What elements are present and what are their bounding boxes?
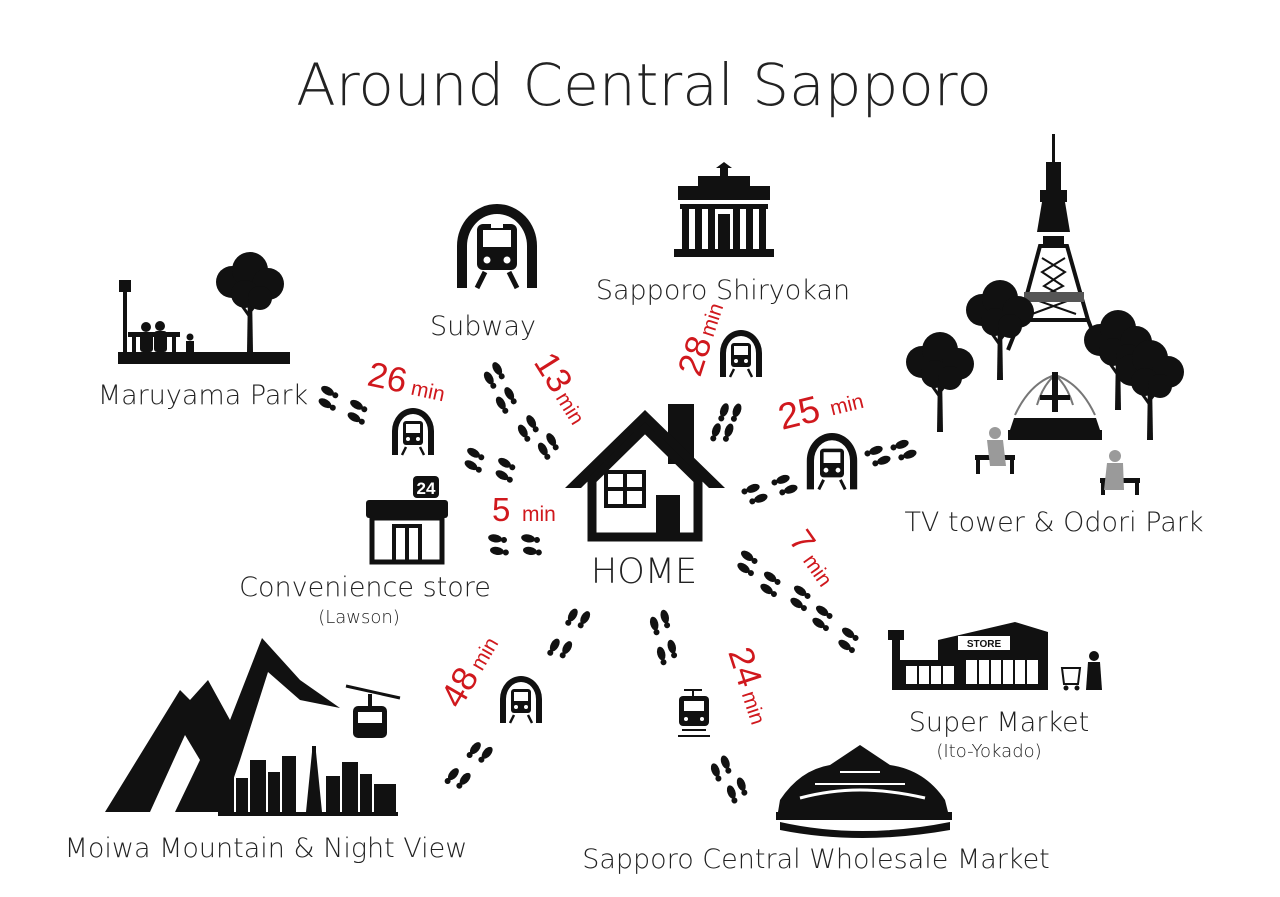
time-wholesale: 24 min bbox=[720, 642, 769, 727]
place-label-shiryokan: Sapporo Shiryokan bbox=[596, 275, 850, 306]
mountain-ropeway-icon bbox=[105, 638, 401, 816]
subway-badge-icon bbox=[498, 674, 544, 725]
page-title: Around Central Sapporo bbox=[296, 51, 992, 119]
place-note-ito-yokado: (Ito-Yokado) bbox=[936, 741, 1041, 762]
time-supermarket: 7 min bbox=[782, 523, 836, 591]
time-unit: min bbox=[828, 390, 866, 421]
place-label-wholesale-market: Sapporo Central Wholesale Market bbox=[582, 844, 1050, 875]
place-label-maruyama-park: Maruyama Park bbox=[98, 380, 308, 411]
museum-building-icon bbox=[674, 162, 774, 257]
time-value: 24 bbox=[720, 642, 769, 691]
park-icon bbox=[118, 250, 290, 364]
subway-icon bbox=[457, 204, 537, 290]
market-hall-icon bbox=[776, 745, 952, 838]
time-tv-tower: 25 min bbox=[774, 388, 866, 438]
supermarket-icon: STORE bbox=[888, 622, 1102, 691]
tv-tower-icon bbox=[904, 134, 1186, 495]
subway-badge-icon bbox=[805, 431, 859, 491]
place-note-lawson: (Lawson) bbox=[318, 607, 400, 628]
time-value: 25 bbox=[774, 388, 824, 438]
footprint-trail-shiryokan bbox=[708, 398, 744, 447]
time-unit: min bbox=[409, 377, 447, 407]
time-moiwa: 48 min bbox=[433, 634, 503, 714]
time-maruyama: 26 min bbox=[364, 355, 447, 407]
time-value: 5 bbox=[492, 491, 510, 528]
time-unit: min bbox=[798, 550, 836, 591]
time-unit: min bbox=[737, 688, 769, 727]
footprint-trail-supermarket bbox=[732, 548, 864, 656]
subway-badge-icon bbox=[718, 328, 764, 379]
time-subway: 13 min bbox=[526, 346, 588, 429]
footprint-trail-convenience bbox=[485, 533, 545, 557]
time-unit: min bbox=[466, 634, 503, 675]
place-label-supermarket: Super Market bbox=[909, 707, 1090, 738]
subway-badge-icon bbox=[390, 406, 436, 457]
home-label: HOME bbox=[591, 552, 697, 592]
bench-person-icon bbox=[975, 427, 1140, 495]
time-unit: min bbox=[696, 300, 728, 339]
convenience-store-icon: 24 bbox=[366, 476, 448, 565]
place-label-convenience-store: Convenience store bbox=[239, 572, 491, 603]
time-value: 26 bbox=[364, 355, 410, 401]
store-sign: STORE bbox=[967, 639, 1002, 650]
place-label-tv-tower: TV tower & Odori Park bbox=[904, 507, 1203, 538]
store-24-badge: 24 bbox=[417, 479, 436, 498]
tram-icon bbox=[678, 689, 710, 737]
home-icon bbox=[565, 404, 725, 542]
time-convenience: 5 min bbox=[492, 491, 556, 528]
time-unit: min bbox=[522, 503, 556, 526]
city-skyline bbox=[218, 746, 398, 816]
time-unit: min bbox=[551, 388, 588, 429]
fountain-icon bbox=[1008, 372, 1102, 440]
place-label-subway: Subway bbox=[430, 311, 536, 342]
place-label-moiwa: Moiwa Mountain & Night View bbox=[65, 833, 468, 864]
